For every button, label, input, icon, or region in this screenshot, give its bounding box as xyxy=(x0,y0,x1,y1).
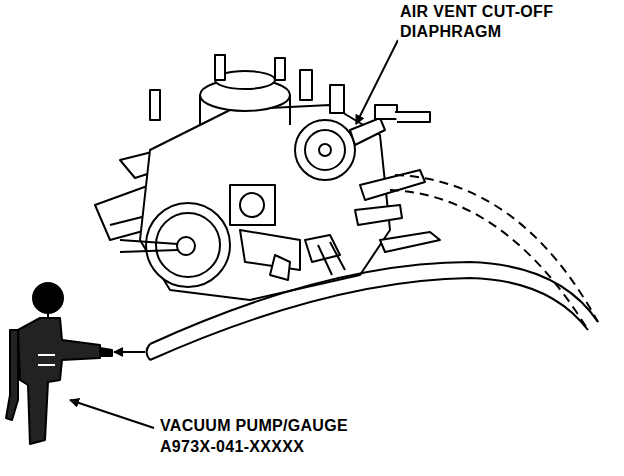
part-number: A973X-041-XXXXX xyxy=(158,437,306,457)
part-label: AIR VENT CUT-OFF DIAPHRAGM xyxy=(398,2,598,42)
part-label: VACUUM PUMP/GAUGE xyxy=(158,416,350,436)
